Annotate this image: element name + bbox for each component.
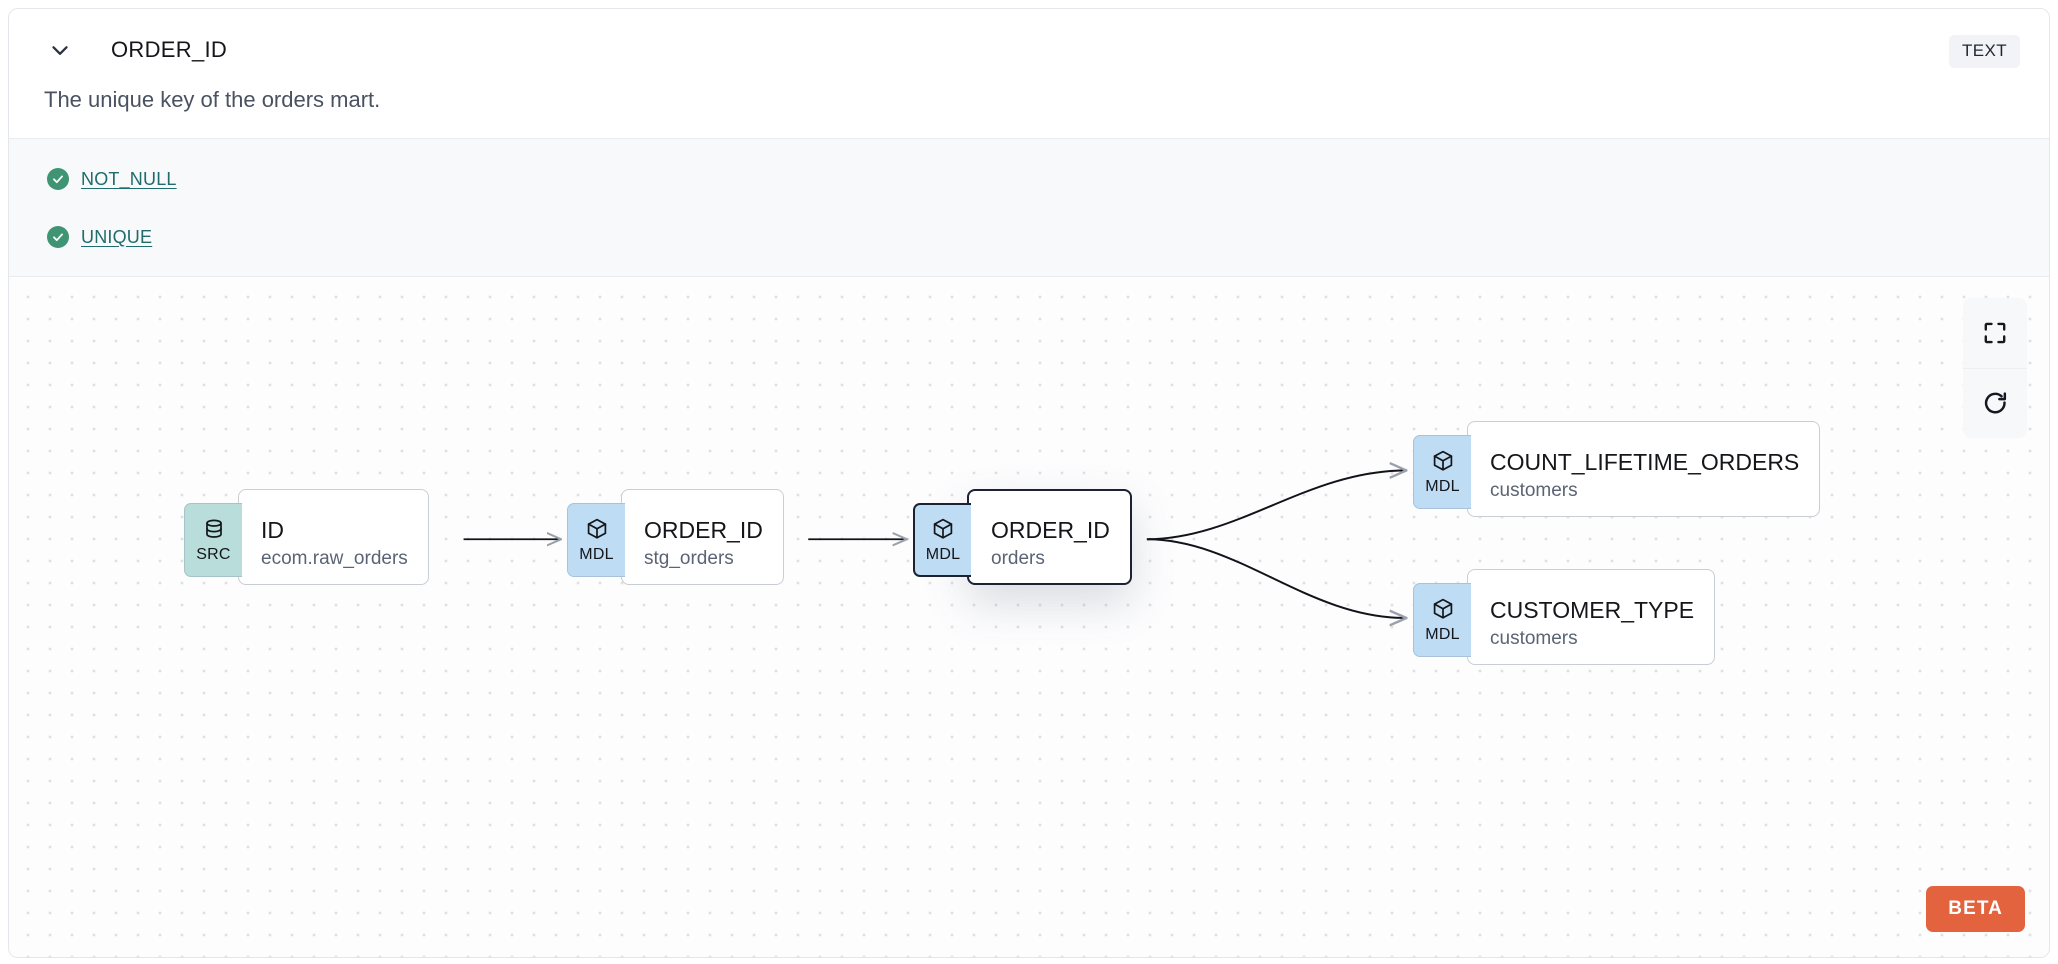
node-body: ID ecom.raw_orders [238,489,429,585]
node-badge-label: MDL [1425,478,1460,495]
node-column-name: ORDER_ID [991,517,1110,544]
lineage-edges [463,278,2049,957]
node-column-name: ID [261,517,284,544]
test-link-unique[interactable]: UNIQUE [81,226,153,247]
lineage-node-count-lifetime-orders[interactable]: MDL COUNT_LIFETIME_ORDERS customers [1413,421,1821,517]
node-source-name: orders [991,548,1045,570]
column-header: ORDER_ID TEXT The unique key of the orde… [9,9,2049,112]
chevron-down-icon[interactable] [43,35,77,65]
node-badge-label: MDL [1425,626,1460,643]
page-title: ORDER_ID [111,37,228,62]
node-column-name: ORDER_ID [644,517,763,544]
node-badge-mdl: MDL [1413,435,1471,509]
cube-icon [1431,597,1455,626]
cube-icon [585,517,609,546]
beta-badge[interactable]: BETA [1926,886,2025,932]
tests-section: NOT_NULL UNIQUE [9,138,2049,277]
node-source-name: customers [1490,628,1578,650]
node-badge-label: MDL [579,546,614,563]
node-body: CUSTOMER_TYPE customers [1467,569,1716,665]
lineage-node-id[interactable]: SRC ID ecom.raw_orders [184,489,429,585]
node-source-name: customers [1490,480,1578,502]
lineage-node-customer-type[interactable]: MDL CUSTOMER_TYPE customers [1413,569,1716,665]
cube-icon [931,517,955,546]
fullscreen-icon [1982,320,2008,346]
data-type-badge: TEXT [1948,35,2020,68]
node-badge-label: SRC [196,546,231,563]
node-body: ORDER_ID orders [967,489,1132,585]
node-column-name: COUNT_LIFETIME_ORDERS [1490,449,1800,476]
node-body: ORDER_ID stg_orders [621,489,784,585]
reset-button[interactable] [1963,368,2027,438]
database-icon [202,517,226,546]
cube-icon [1431,449,1455,478]
node-source-name: ecom.raw_orders [261,548,408,570]
canvas-controls [1963,298,2027,438]
lineage-graph-canvas[interactable]: SRC ID ecom.raw_orders MDL ORDE [9,278,2049,957]
lineage-node-stg-orders[interactable]: MDL ORDER_ID stg_orders [567,489,784,585]
node-column-name: CUSTOMER_TYPE [1490,597,1695,624]
node-badge-mdl: MDL [1413,583,1471,657]
column-detail-card: ORDER_ID TEXT The unique key of the orde… [8,8,2050,958]
test-row: NOT_NULL [47,166,177,192]
check-circle-icon [47,226,69,248]
node-badge-mdl: MDL [567,503,625,577]
test-link-not-null[interactable]: NOT_NULL [81,168,177,189]
node-badge-label: MDL [925,546,961,563]
column-description: The unique key of the orders mart. [44,87,381,112]
edge-n3-n5 [1146,538,1406,618]
edge-n3-n4 [1146,470,1406,541]
lineage-node-orders-focused[interactable]: MDL ORDER_ID orders [913,489,1132,585]
test-row: UNIQUE [47,224,152,250]
fit-view-button[interactable] [1963,298,2027,368]
node-body: COUNT_LIFETIME_ORDERS customers [1467,421,1821,517]
node-source-name: stg_orders [644,548,734,570]
refresh-icon [1982,390,2009,417]
node-badge-src: SRC [184,503,242,577]
check-circle-icon [47,168,69,190]
node-badge-mdl: MDL [913,503,971,577]
